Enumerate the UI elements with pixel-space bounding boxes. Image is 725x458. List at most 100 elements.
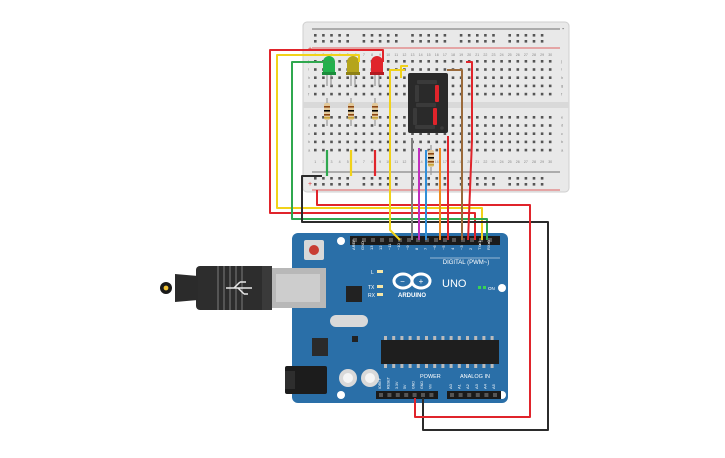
- breadboard-hole[interactable]: [419, 132, 422, 135]
- breadboard-hole[interactable]: [435, 68, 439, 71]
- breadboard-hole[interactable]: [403, 124, 406, 127]
- breadboard-hole[interactable]: [516, 76, 520, 79]
- breadboard-hole[interactable]: [386, 92, 390, 96]
- breadboard-hole[interactable]: [548, 116, 552, 119]
- breadboard-hole[interactable]: [338, 68, 341, 71]
- breadboard-hole[interactable]: [362, 68, 366, 71]
- breadboard-hole[interactable]: [386, 60, 390, 63]
- breadboard-hole[interactable]: [516, 68, 520, 71]
- red-led[interactable]: [370, 56, 384, 86]
- digital-pin[interactable]: [443, 238, 447, 242]
- breadboard-hole[interactable]: [427, 68, 430, 71]
- analog-pin[interactable]: [458, 393, 463, 397]
- breadboard-hole[interactable]: [476, 60, 479, 63]
- breadboard-hole[interactable]: [524, 140, 528, 144]
- breadboard-hole[interactable]: [370, 124, 374, 127]
- breadboard-hole[interactable]: [500, 60, 503, 63]
- breadboard-hole[interactable]: [346, 124, 349, 127]
- breadboard-hole[interactable]: [354, 148, 358, 152]
- breadboard-hole[interactable]: [362, 116, 366, 119]
- breadboard-hole[interactable]: [516, 148, 520, 152]
- wire-yellow-seg[interactable]: [389, 69, 405, 241]
- breadboard-hole[interactable]: [338, 84, 341, 88]
- breadboard-hole[interactable]: [467, 116, 471, 119]
- breadboard-hole[interactable]: [330, 124, 333, 127]
- breadboard-hole[interactable]: [419, 60, 422, 63]
- breadboard-hole[interactable]: [451, 124, 455, 127]
- breadboard-hole[interactable]: [451, 116, 455, 119]
- breadboard-hole[interactable]: [548, 148, 552, 152]
- power-pin[interactable]: [387, 393, 392, 397]
- breadboard-hole[interactable]: [516, 84, 520, 88]
- breadboard-hole[interactable]: [362, 148, 366, 152]
- digital-pin[interactable]: [389, 238, 393, 242]
- breadboard-hole[interactable]: [330, 140, 333, 144]
- breadboard-hole[interactable]: [370, 92, 374, 96]
- breadboard-hole[interactable]: [403, 140, 406, 144]
- breadboard-hole[interactable]: [386, 124, 390, 127]
- breadboard-hole[interactable]: [370, 84, 374, 88]
- breadboard-hole[interactable]: [484, 148, 487, 152]
- wire-red-5v[interactable]: [316, 190, 531, 418]
- power-pin[interactable]: [429, 393, 434, 397]
- breadboard-hole[interactable]: [370, 148, 374, 152]
- breadboard-hole[interactable]: [314, 140, 317, 144]
- breadboard-hole[interactable]: [338, 116, 341, 119]
- breadboard-hole[interactable]: [532, 84, 536, 88]
- breadboard-hole[interactable]: [500, 92, 503, 96]
- breadboard-hole[interactable]: [548, 124, 552, 127]
- breadboard-hole[interactable]: [330, 132, 333, 135]
- breadboard-hole[interactable]: [395, 132, 398, 135]
- breadboard-hole[interactable]: [338, 76, 341, 79]
- breadboard-hole[interactable]: [524, 132, 528, 135]
- digital-pin[interactable]: [407, 238, 411, 242]
- breadboard-hole[interactable]: [540, 116, 544, 119]
- breadboard-hole[interactable]: [395, 116, 398, 119]
- breadboard-hole[interactable]: [540, 76, 544, 79]
- power-pin[interactable]: [379, 393, 383, 397]
- breadboard-hole[interactable]: [451, 76, 455, 79]
- breadboard-hole[interactable]: [492, 76, 495, 79]
- digital-pin[interactable]: [362, 238, 366, 242]
- breadboard-hole[interactable]: [443, 60, 447, 63]
- breadboard-hole[interactable]: [338, 132, 341, 135]
- breadboard-hole[interactable]: [476, 84, 479, 88]
- breadboard-hole[interactable]: [467, 124, 471, 127]
- breadboard-hole[interactable]: [516, 116, 520, 119]
- breadboard-hole[interactable]: [403, 148, 406, 152]
- breadboard-hole[interactable]: [492, 60, 495, 63]
- breadboard-hole[interactable]: [467, 84, 471, 88]
- breadboard-hole[interactable]: [314, 148, 317, 152]
- breadboard-hole[interactable]: [516, 60, 520, 63]
- breadboard-hole[interactable]: [548, 68, 552, 71]
- breadboard-hole[interactable]: [330, 116, 333, 119]
- breadboard-hole[interactable]: [467, 68, 471, 71]
- breadboard-hole[interactable]: [395, 148, 398, 152]
- analog-pin[interactable]: [484, 393, 489, 397]
- breadboard-hole[interactable]: [508, 60, 511, 63]
- breadboard-hole[interactable]: [314, 132, 317, 135]
- breadboard-hole[interactable]: [524, 76, 528, 79]
- breadboard-hole[interactable]: [451, 148, 455, 152]
- breadboard-hole[interactable]: [451, 84, 455, 88]
- breadboard-hole[interactable]: [548, 76, 552, 79]
- breadboard-hole[interactable]: [338, 124, 341, 127]
- breadboard-hole[interactable]: [427, 60, 430, 63]
- breadboard-hole[interactable]: [540, 148, 544, 152]
- breadboard-hole[interactable]: [500, 148, 503, 152]
- breadboard-hole[interactable]: [508, 132, 511, 135]
- breadboard-hole[interactable]: [467, 148, 471, 152]
- breadboard-hole[interactable]: [451, 60, 455, 63]
- resistor-3[interactable]: [372, 98, 378, 126]
- breadboard-hole[interactable]: [362, 60, 366, 63]
- breadboard-hole[interactable]: [524, 92, 528, 96]
- breadboard-hole[interactable]: [435, 148, 439, 152]
- breadboard-hole[interactable]: [411, 60, 414, 63]
- breadboard-hole[interactable]: [500, 140, 503, 144]
- breadboard-hole[interactable]: [451, 92, 455, 96]
- usb-cable[interactable]: [160, 266, 272, 310]
- resistor-2[interactable]: [348, 98, 354, 126]
- breadboard-hole[interactable]: [354, 84, 358, 88]
